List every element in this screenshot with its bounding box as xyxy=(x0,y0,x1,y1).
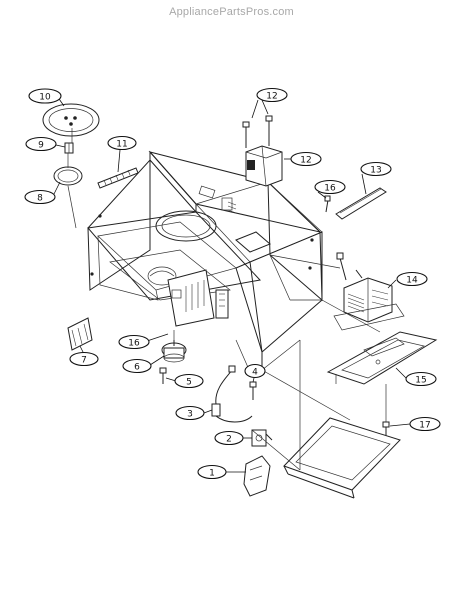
screw-upper xyxy=(324,195,331,213)
callouts: 10 9 8 11 12 12 13 16 14 xyxy=(24,87,441,480)
side-rail xyxy=(335,187,387,220)
callout-2: 2 xyxy=(226,435,232,445)
callout-16-lower: 16 xyxy=(128,339,140,349)
screw-4 xyxy=(249,381,257,400)
guide-lines xyxy=(67,128,387,471)
callout-12: 12 xyxy=(300,156,311,166)
callout-5: 5 xyxy=(186,378,192,388)
bottom-cover xyxy=(283,417,401,499)
screw-17 xyxy=(382,421,390,436)
callout-15: 15 xyxy=(415,376,426,386)
coupler xyxy=(64,142,74,154)
bottom-plate xyxy=(326,331,438,385)
waveguide-cover xyxy=(67,317,93,351)
callout-13: 13 xyxy=(370,166,381,176)
callout-1: 1 xyxy=(209,469,215,479)
callout-9: 9 xyxy=(38,141,44,151)
roller-ring xyxy=(53,166,83,186)
door-latch xyxy=(243,455,271,497)
callout-3: 3 xyxy=(187,410,193,420)
callout-10: 10 xyxy=(39,93,51,103)
watermark-text: AppliancePartsPros.com xyxy=(169,6,294,18)
control-board xyxy=(167,269,229,327)
callout-4: 4 xyxy=(252,368,258,378)
callout-7: 7 xyxy=(81,356,87,366)
callout-17: 17 xyxy=(419,421,430,431)
magnetron xyxy=(333,252,405,331)
turntable-motor xyxy=(161,340,187,363)
callout-8: 8 xyxy=(37,194,43,204)
oven-cavity-frame xyxy=(87,150,323,370)
callout-6: 6 xyxy=(134,363,140,373)
turntable-tray xyxy=(42,103,100,137)
callout-16-upper: 16 xyxy=(324,184,336,194)
callout-11: 11 xyxy=(116,140,127,150)
callout-12-top: 12 xyxy=(266,92,277,102)
transformer xyxy=(242,115,283,187)
callout-14: 14 xyxy=(406,276,418,286)
screw-5 xyxy=(159,367,167,384)
